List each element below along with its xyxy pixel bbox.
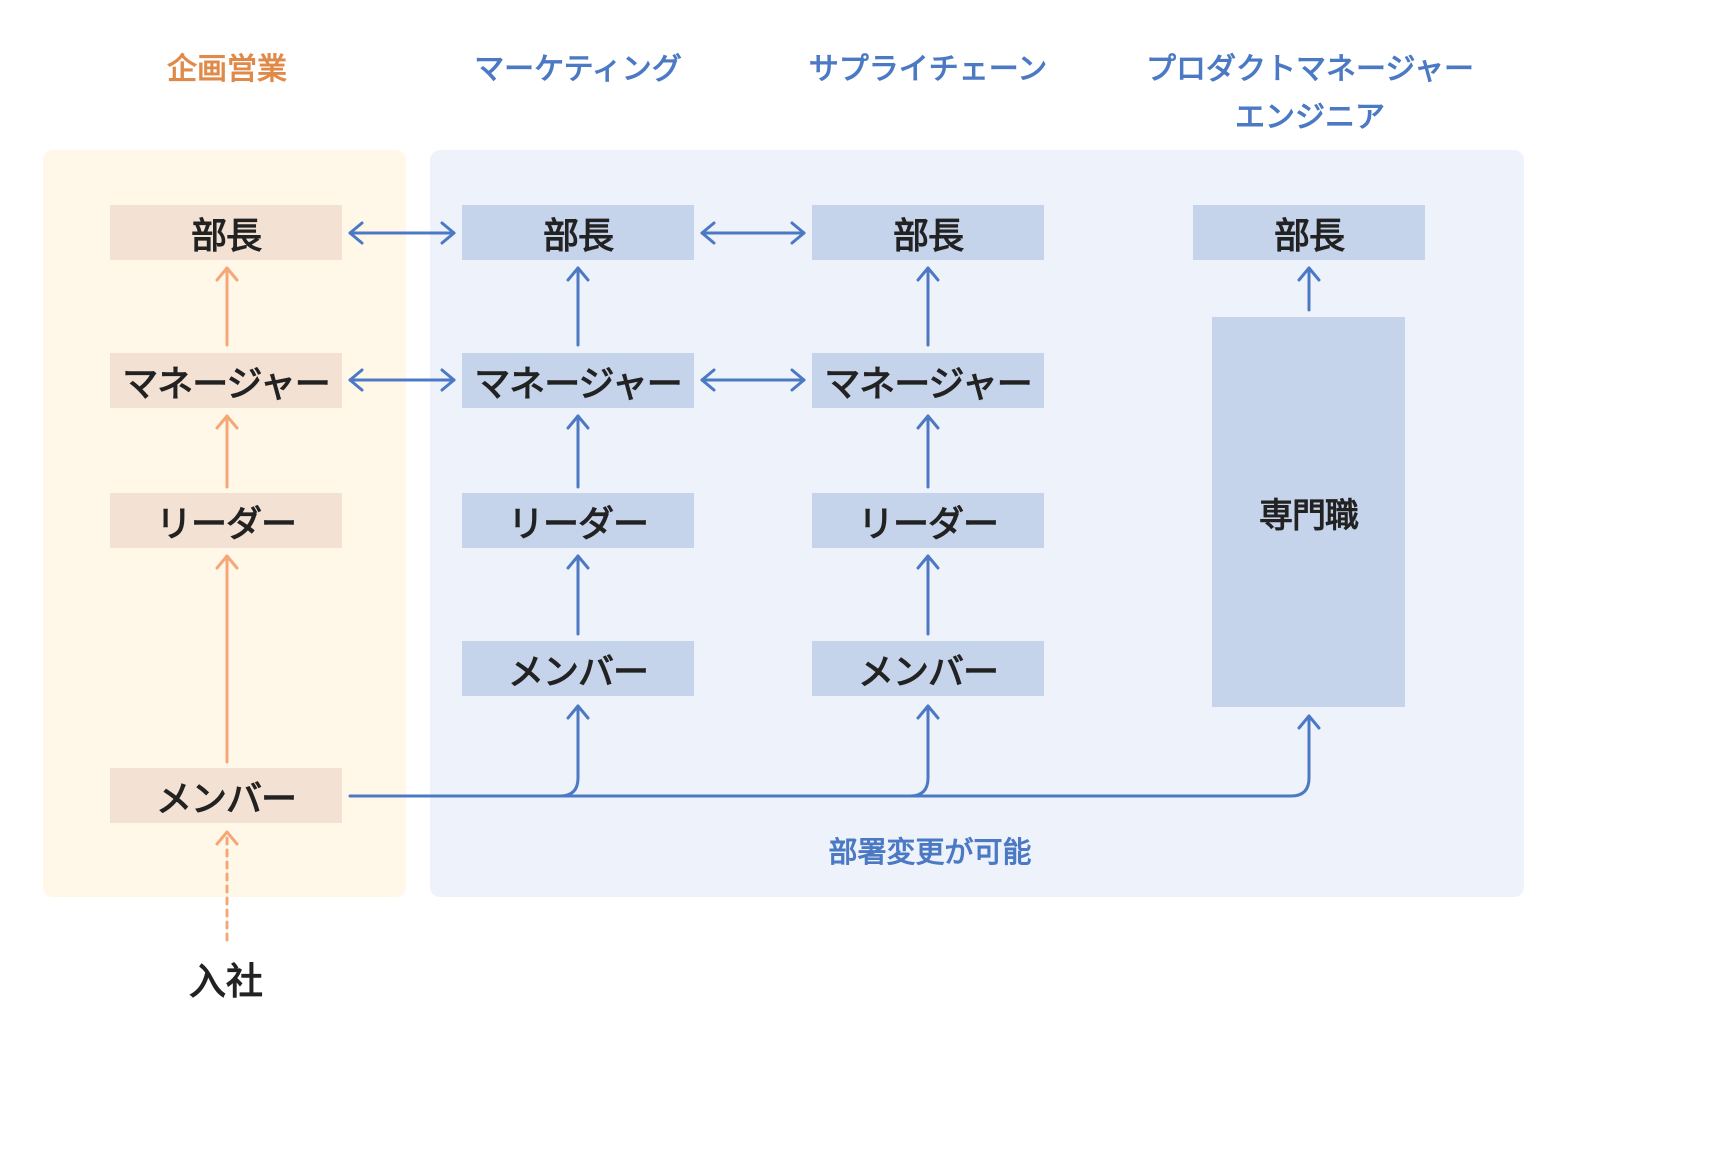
marketing-leader-box: リーダー (462, 493, 694, 548)
arrow-transfer-to-specialist (908, 714, 1311, 798)
sales-leader-box: リーダー (110, 493, 342, 548)
supply-chain-member-box: メンバー (812, 641, 1044, 696)
sales-member-box: メンバー (110, 768, 342, 823)
column-title-pm-line2: エンジニア (1235, 100, 1385, 135)
supply-chain-manager-box: マネージャー (812, 353, 1044, 408)
column-title-marketing: マーケティング (474, 52, 682, 87)
sales-promotion-arrows (215, 266, 239, 942)
arrow-transfer-to-marketing (348, 704, 580, 798)
transfer-and-promotion-arrows (348, 221, 1321, 798)
transfer-caption: 部署変更が可能 (828, 835, 1032, 869)
sales-manager-box: マネージャー (110, 353, 342, 408)
marketing-head-box: 部長 (462, 205, 694, 260)
supply-chain-leader-box: リーダー (812, 493, 1044, 548)
supply-chain-head-box: 部長 (812, 205, 1044, 260)
marketing-manager-box: マネージャー (462, 353, 694, 408)
marketing-member-box: メンバー (462, 641, 694, 696)
sales-head-box: 部長 (110, 205, 342, 260)
arrow-transfer-to-supply-chain (558, 704, 930, 798)
connector-arrows (215, 221, 1321, 942)
column-title-pm-line1: プロダクトマネージャー (1146, 52, 1474, 87)
specialist-box: 専門職 (1212, 317, 1405, 707)
column-title-sales: 企画営業 (167, 52, 287, 87)
entry-label: 入社 (189, 960, 263, 1003)
column-title-supply-chain: サプライチェーン (808, 52, 1048, 87)
pm-engineer-head-box: 部長 (1193, 205, 1425, 260)
